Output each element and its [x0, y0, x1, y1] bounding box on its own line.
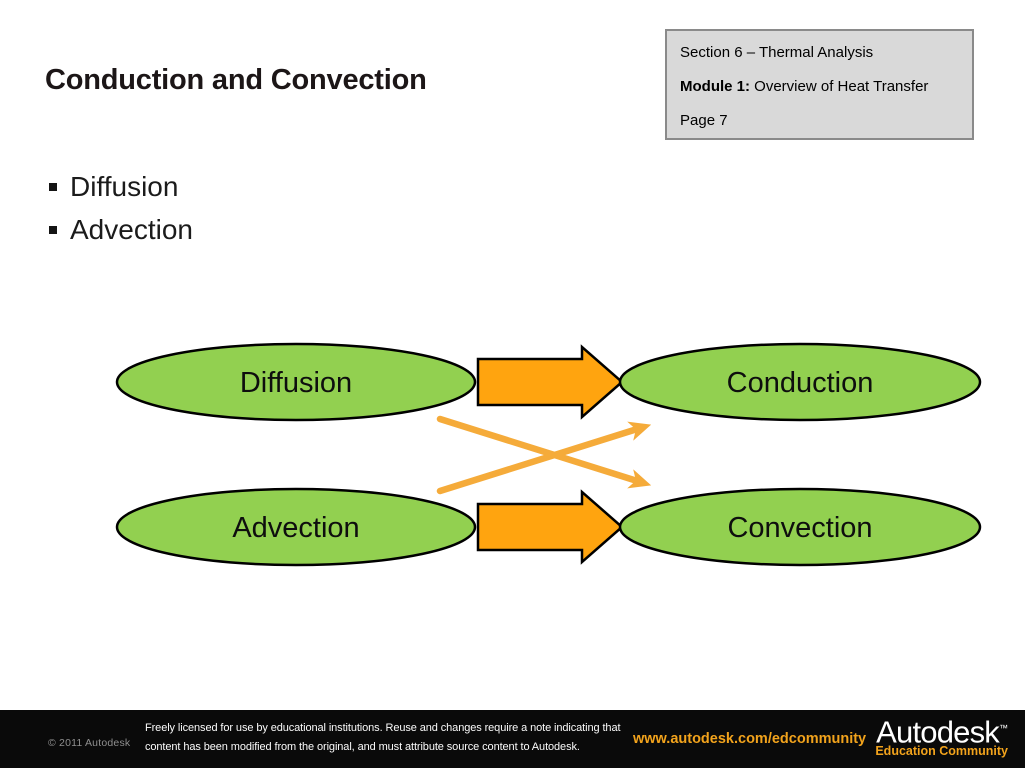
footer-bar: © 2011 Autodesk Freely licensed for use … [0, 710, 1025, 768]
trademark-icon: ™ [999, 723, 1008, 733]
edcommunity-url-link[interactable]: www.autodesk.com/edcommunity [633, 731, 867, 747]
autodesk-logo-text: Autodesk [876, 714, 1000, 750]
conduction-node [618, 342, 982, 422]
bullet-list: Diffusion Advection [49, 170, 193, 256]
module-line: Module 1: Overview of Heat Transfer [680, 70, 966, 104]
copyright-text: © 2011 Autodesk [48, 737, 131, 749]
page-title: Conduction and Convection [45, 64, 427, 96]
bullet-square-icon [49, 183, 57, 191]
autodesk-logo-wordmark: Autodesk™ [875, 713, 1008, 747]
advection-to-conduction-arrow [436, 421, 652, 495]
advection-node [115, 487, 477, 567]
diffusion-to-convection-arrow [436, 415, 652, 489]
advection-convection-block-arrow [476, 489, 624, 565]
autodesk-logo: Autodesk™ Education Community [875, 713, 1008, 758]
list-item: Advection [49, 213, 193, 247]
education-community-label: Education Community [875, 744, 1008, 759]
slide-reference-box: Section 6 – Thermal Analysis Module 1: O… [665, 29, 974, 140]
diffusion-node [115, 342, 477, 422]
convection-node [618, 487, 982, 567]
diffusion-conduction-block-arrow [476, 344, 624, 420]
node-label-convection: Convection [727, 512, 872, 544]
module-label: Module 1: [680, 78, 750, 95]
page-number: Page 7 [680, 112, 728, 129]
bullet-square-icon [49, 226, 57, 234]
node-label-advection: Advection [232, 512, 359, 544]
bullet-label: Advection [70, 214, 193, 245]
module-title: Overview of Heat Transfer [754, 78, 929, 95]
section-line: Section 6 – Thermal Analysis [680, 44, 874, 61]
node-label-diffusion: Diffusion [240, 367, 352, 399]
license-text: Freely licensed for use by educational i… [145, 722, 621, 753]
node-label-conduction: Conduction [727, 367, 874, 399]
bullet-label: Diffusion [70, 171, 179, 202]
list-item: Diffusion [49, 170, 193, 204]
